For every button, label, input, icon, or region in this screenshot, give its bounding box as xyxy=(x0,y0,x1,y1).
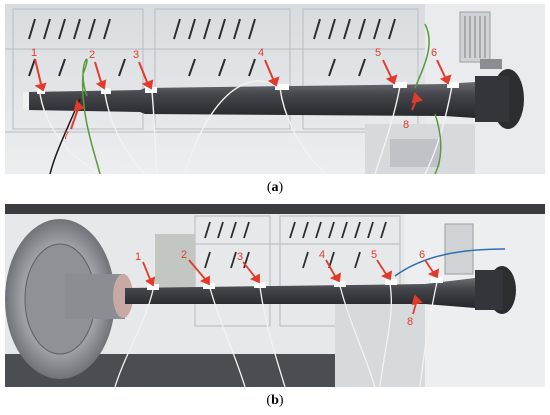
marker-label-b2: 2 xyxy=(181,249,187,261)
marker-label-6: 6 xyxy=(431,47,437,59)
marker-label-7: 7 xyxy=(63,130,69,142)
marker-label-8: 8 xyxy=(403,119,409,131)
marker-label-4: 4 xyxy=(258,47,264,59)
photo-b-image: 1 2 3 4 5 6 8 xyxy=(5,204,545,387)
photo-panel-b: 1 2 3 4 5 6 8 xyxy=(5,204,545,387)
photo-panel-a: 1 2 3 4 5 6 7 8 xyxy=(5,4,545,174)
caption-b: (b) xyxy=(266,393,284,408)
marker-label-1: 1 xyxy=(31,47,37,59)
marker-label-b1: 1 xyxy=(135,251,141,263)
caption-a: (a) xyxy=(266,180,284,195)
marker-label-5: 5 xyxy=(375,47,381,59)
marker-label-b5: 5 xyxy=(371,249,377,261)
marker-label-b3: 3 xyxy=(237,251,243,263)
photo-a-image: 1 2 3 4 5 6 7 8 xyxy=(5,4,545,174)
marker-label-b6: 6 xyxy=(419,249,425,261)
marker-label-3: 3 xyxy=(133,49,139,61)
marker-label-b4: 4 xyxy=(319,249,325,261)
marker-label-b8: 8 xyxy=(407,316,413,328)
marker-label-2: 2 xyxy=(89,49,95,61)
